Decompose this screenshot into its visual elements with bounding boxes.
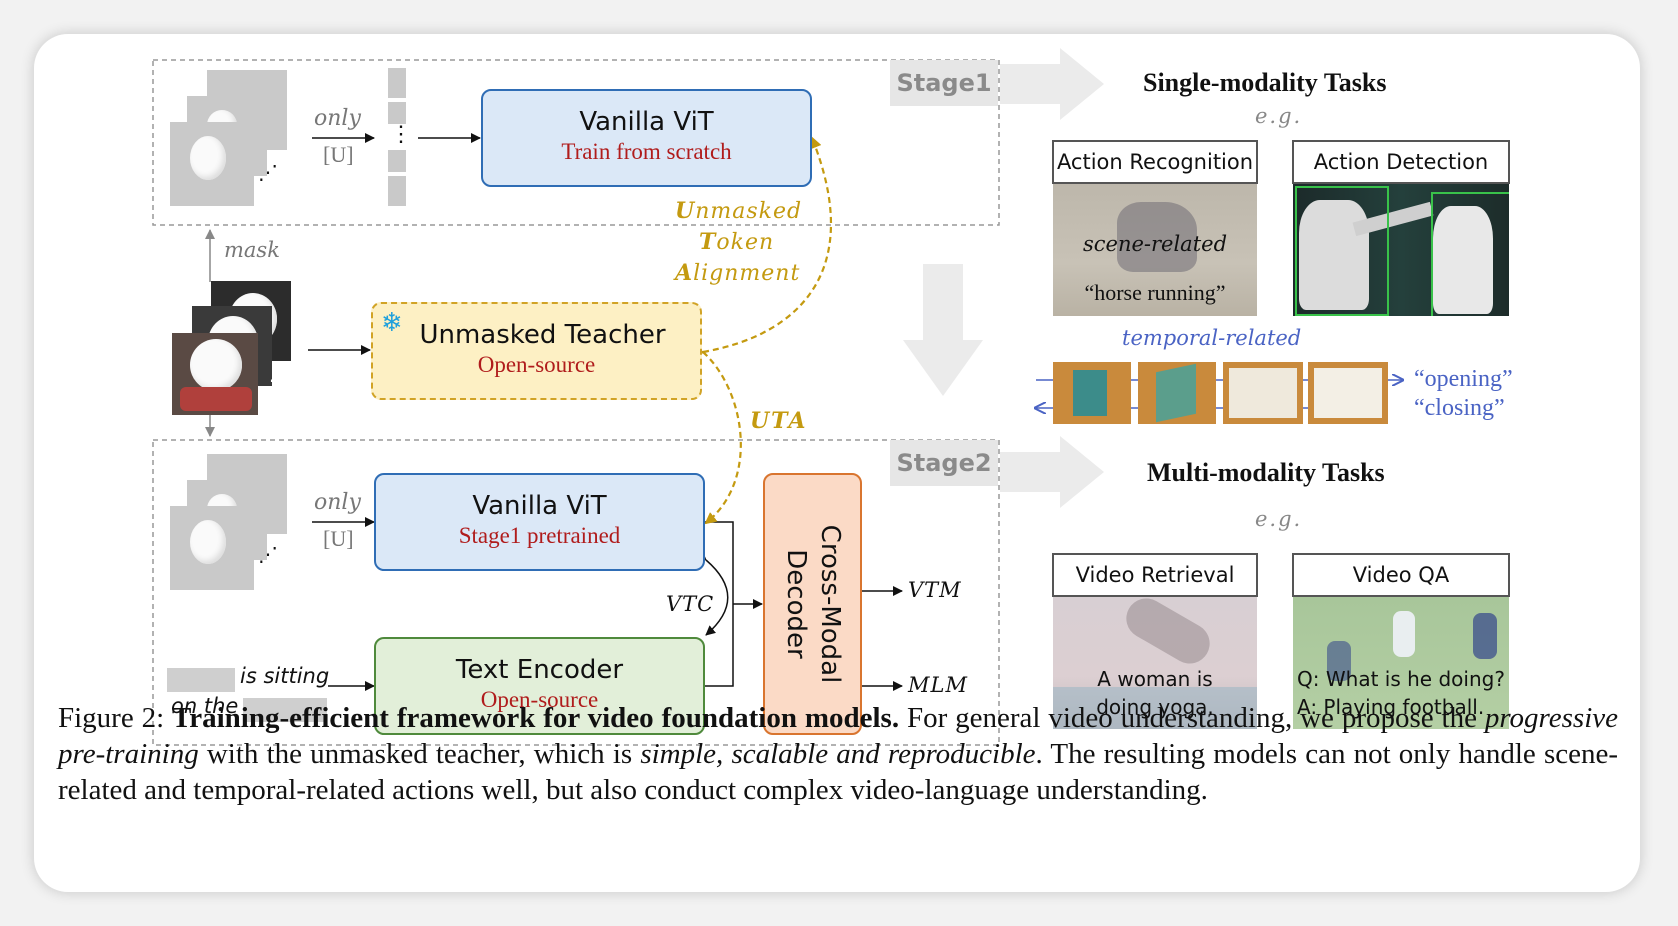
stage2-vit-title: Vanilla ViT: [472, 491, 607, 521]
uta-short-label: UTA: [750, 408, 808, 434]
uta-line-unmasked: Unmasked: [675, 198, 803, 224]
cross-modal-decoder: Cross-Modal Decoder: [763, 473, 862, 735]
uta-arrow-stage2: [702, 351, 742, 525]
uta-line-alignment: Alignment: [675, 260, 801, 286]
text-encoder-sub: Open-source: [480, 687, 599, 712]
down-big-arrow: [903, 264, 983, 396]
caption-p3: . The resulting models can not only hand…: [58, 738, 1619, 806]
decoder-label: Cross-Modal Decoder: [780, 524, 845, 684]
stage1-vanilla-vit: Vanilla ViT Train from scratch: [481, 89, 812, 187]
stage2-big-arrow: [1000, 436, 1104, 508]
text-encoder: Text Encoder Open-source: [374, 637, 705, 735]
single-modality-title: Single-modality Tasks: [1143, 68, 1387, 97]
mask-label: mask: [224, 238, 280, 262]
scene-related-text: scene-related: [1082, 232, 1228, 256]
stage1-u-label: [U]: [323, 142, 354, 167]
video-qa-label: Video QA: [1292, 553, 1510, 597]
video-retrieval-image: A woman is doing yoga.: [1053, 597, 1257, 729]
uta-label: Unmasked Token Alignment: [650, 196, 802, 289]
action-detection-label: Action Detection: [1292, 140, 1510, 184]
temporal-related-label: temporal-related: [1122, 326, 1302, 350]
vtc-label: VTC: [666, 592, 715, 616]
video-retrieval-label: Video Retrieval: [1052, 553, 1258, 597]
stage1-vit-title: Vanilla ViT: [579, 107, 714, 137]
stage1-frame: [152, 59, 1000, 226]
caption-italic2: simple, scalable and reproducible: [640, 738, 1036, 770]
stage1-label: Stage1: [890, 60, 998, 106]
teacher-sub: Open-source: [477, 352, 596, 377]
action-recognition-label: Action Recognition: [1052, 140, 1258, 184]
qa-question: Q: What is he doing?: [1297, 667, 1505, 691]
caption-p1: For general video understanding, we prop…: [906, 702, 1477, 734]
retrieval-text-1: A woman is: [1097, 667, 1213, 691]
stage2-u-label: [U]: [323, 526, 354, 551]
caption-bold: Training-efficient framework for video f…: [172, 702, 900, 734]
stage1-only-label: only: [314, 106, 361, 131]
multi-eg: e.g.: [1255, 507, 1303, 531]
caption-p2: with the unmasked teacher, which is: [206, 738, 633, 770]
action-detection-image: [1293, 184, 1509, 316]
video-qa-image: Q: What is he doing? A: Playing football…: [1293, 597, 1509, 729]
stage2-only-label: only: [314, 490, 361, 515]
masked-text-line2: on the: [171, 694, 239, 718]
stage1-big-arrow: [1000, 48, 1104, 120]
uta-initial-t: T: [699, 229, 717, 255]
uta-initial-a: A: [675, 260, 694, 286]
closing-label: “closing”: [1414, 395, 1505, 421]
uta-initial-u: U: [675, 198, 696, 224]
mlm-label: MLM: [908, 673, 968, 697]
text-encoder-title: Text Encoder: [455, 655, 624, 685]
unmasked-teacher: Unmasked Teacher Open-source ❄: [371, 302, 702, 400]
teacher-title: Unmasked Teacher: [419, 320, 666, 350]
uta-line-token: Token: [699, 229, 775, 255]
stage2-frame: [152, 439, 1000, 746]
stage2-vit-sub: Stage1 pretrained: [458, 523, 621, 548]
uta-arrow-stage1: [692, 136, 832, 360]
stage2-vanilla-vit: Vanilla ViT Stage1 pretrained: [374, 473, 705, 571]
snowflake-icon: ❄: [381, 308, 403, 338]
action-recognition-image: scene-related “horse running”: [1053, 184, 1257, 316]
multi-modality-title: Multi-modality Tasks: [1147, 458, 1385, 487]
caption-italic1: progressive pre-training: [58, 702, 1619, 770]
qa-answer: A: Playing football.: [1297, 695, 1485, 719]
caption-prefix: Figure 2:: [58, 702, 165, 734]
stage2-label: Stage2: [890, 440, 998, 486]
horse-running-text: “horse running”: [1084, 280, 1226, 305]
retrieval-text-2: doing yoga.: [1096, 695, 1214, 719]
single-eg: e.g.: [1255, 104, 1303, 128]
opening-label: “opening”: [1414, 366, 1513, 392]
vtm-label: VTM: [908, 578, 962, 602]
figure-caption: Figure 2: Training-efficient framework f…: [58, 700, 1618, 808]
masked-text-line1: is sitting: [240, 664, 330, 688]
stage1-vit-sub: Train from scratch: [561, 139, 732, 164]
